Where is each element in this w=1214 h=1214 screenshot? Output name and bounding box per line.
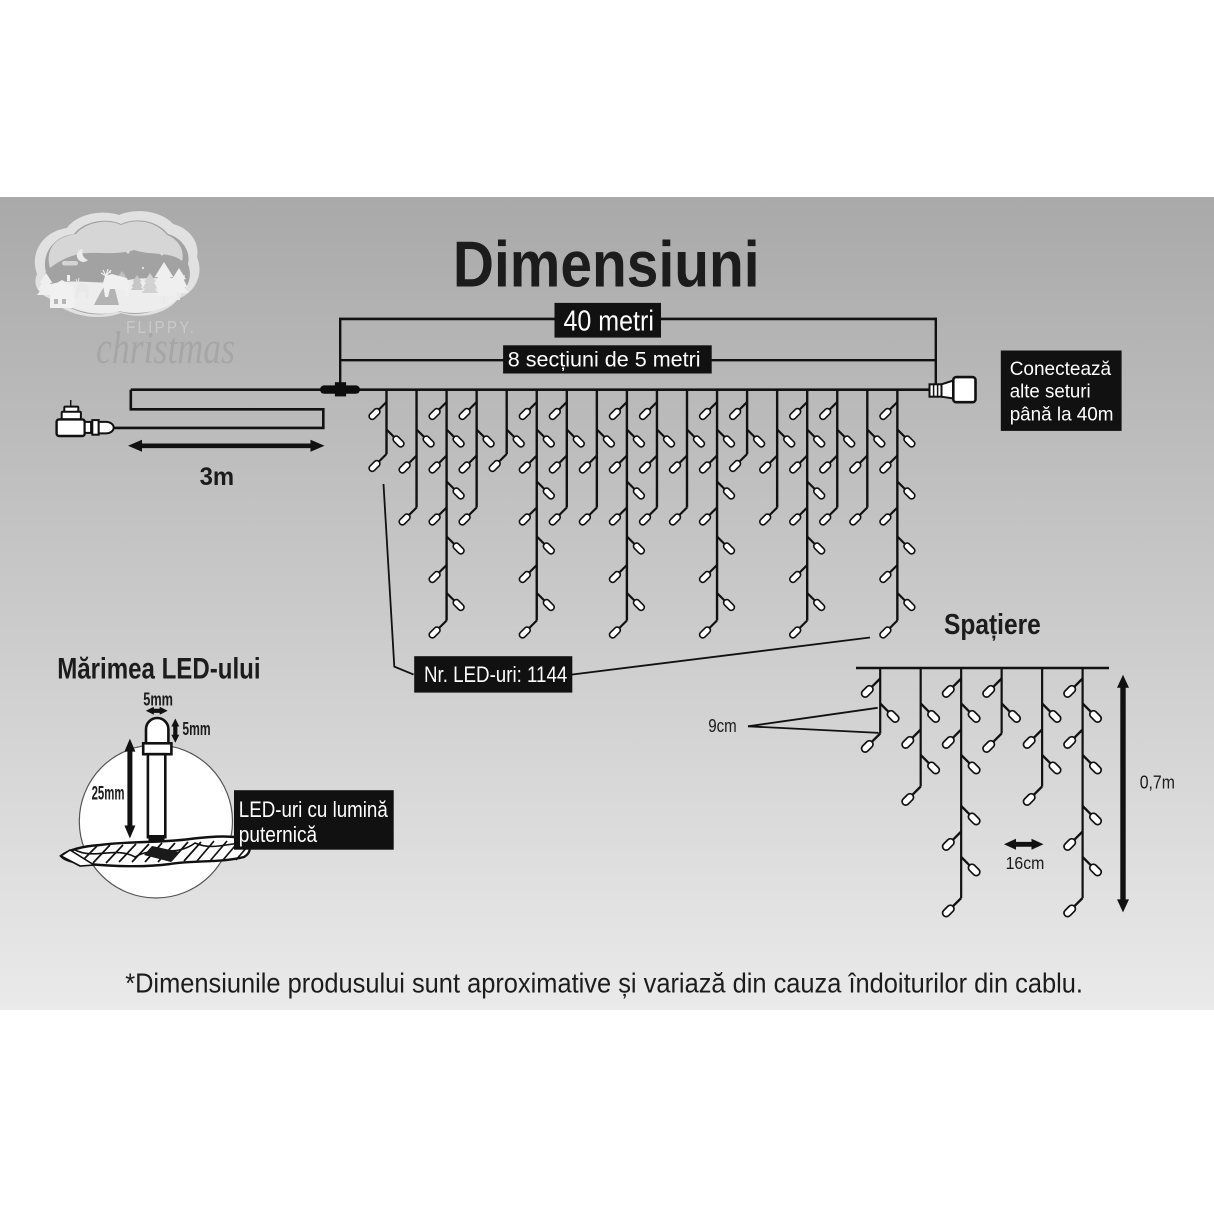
- svg-text:Spațiere: Spațiere: [944, 609, 1041, 641]
- svg-text:Nr. LED-uri: 1144: Nr. LED-uri: 1144: [424, 662, 567, 687]
- svg-text:5mm: 5mm: [143, 688, 173, 709]
- svg-text:puternică: puternică: [239, 822, 318, 847]
- svg-text:16cm: 16cm: [1006, 853, 1045, 873]
- svg-text:alte seturi: alte seturi: [1010, 381, 1091, 403]
- svg-text:25mm: 25mm: [92, 782, 125, 804]
- svg-text:LED-uri cu lumină: LED-uri cu lumină: [239, 797, 389, 822]
- svg-text:3m: 3m: [200, 463, 235, 491]
- svg-text:christmas: christmas: [96, 323, 235, 373]
- svg-text:FLIPPY.: FLIPPY.: [126, 317, 196, 337]
- svg-text:Conectează: Conectează: [1010, 358, 1111, 380]
- svg-text:40 metri: 40 metri: [564, 305, 654, 337]
- svg-text:până la 40m: până la 40m: [1010, 403, 1114, 425]
- svg-text:Dimensiuni: Dimensiuni: [453, 228, 760, 300]
- svg-text:0,7m: 0,7m: [1140, 773, 1175, 793]
- svg-text:*Dimensiunile produsului sunt: *Dimensiunile produsului sunt aproximati…: [125, 968, 1083, 999]
- svg-text:8 secțiuni de 5 metri: 8 secțiuni de 5 metri: [508, 349, 701, 372]
- svg-text:Mărimea LED-ului: Mărimea LED-ului: [57, 652, 260, 685]
- svg-text:9cm: 9cm: [708, 715, 737, 736]
- svg-text:5mm: 5mm: [182, 718, 210, 739]
